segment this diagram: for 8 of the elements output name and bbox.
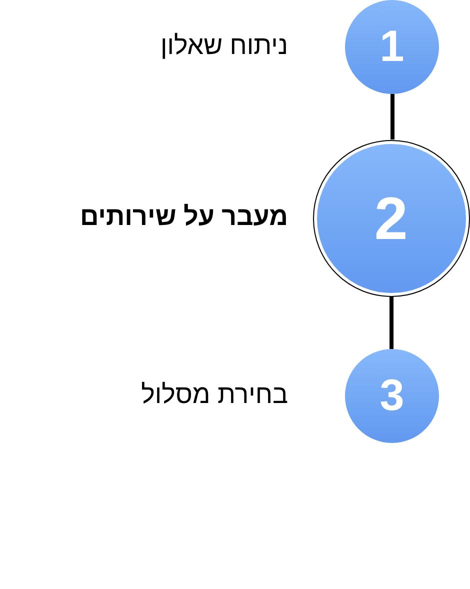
connector-line bbox=[390, 296, 394, 349]
number-circle: 3 bbox=[345, 349, 439, 443]
number-circle: 2 bbox=[312, 140, 470, 296]
step-label: מעבר על שירותים bbox=[80, 201, 288, 232]
step-label: ניתוח שאלון bbox=[160, 30, 288, 61]
connector-line bbox=[390, 94, 394, 140]
step-label: בחירת מסלול bbox=[141, 379, 288, 410]
number-circle: 1 bbox=[345, 0, 439, 94]
